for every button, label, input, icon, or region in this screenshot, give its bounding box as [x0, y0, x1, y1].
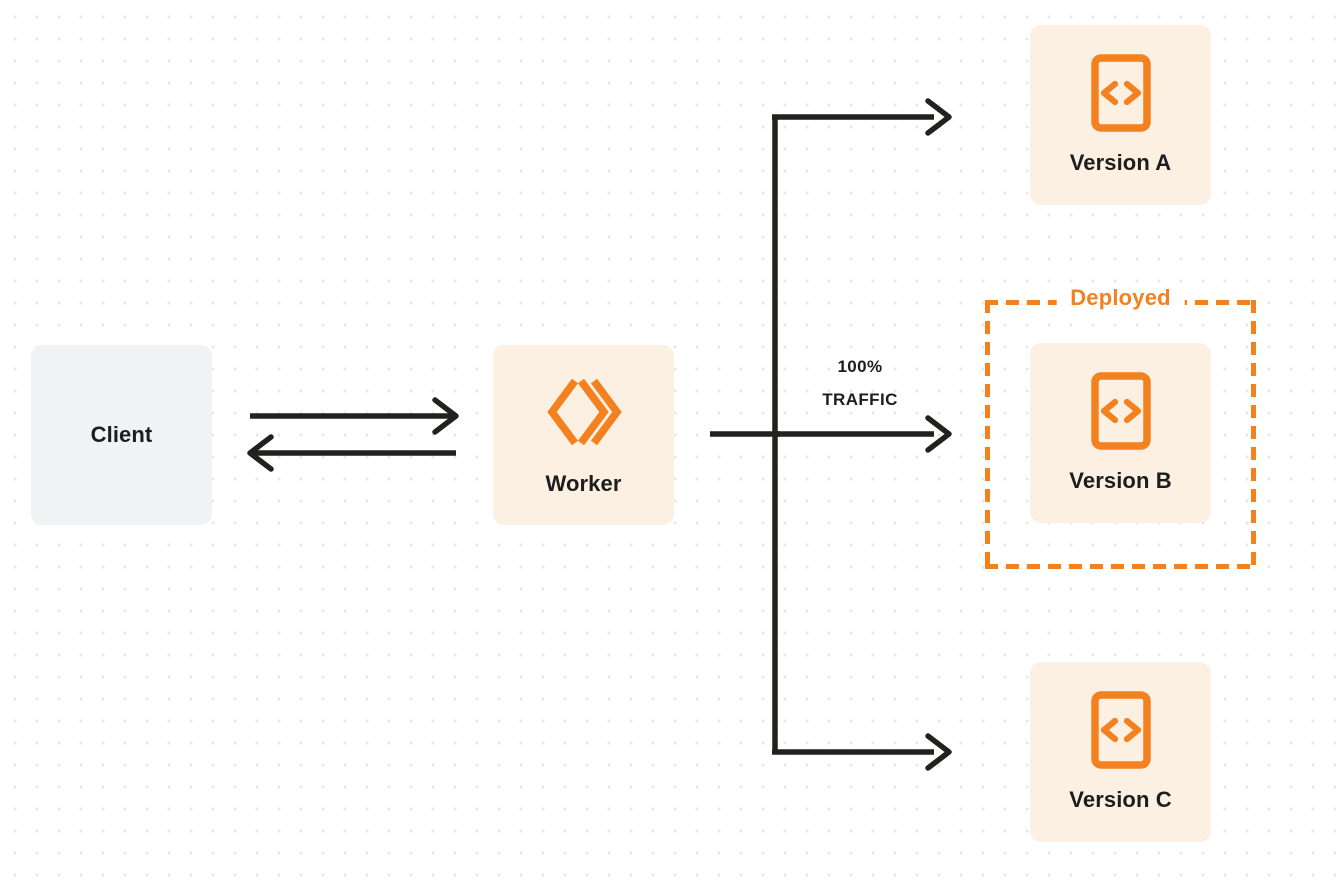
- deployed-badge: Deployed: [1056, 285, 1185, 311]
- version-b-node[interactable]: Version B: [1030, 343, 1211, 523]
- traffic-label: 100% TRAFFIC: [790, 350, 930, 416]
- version-b-label: Version B: [1069, 468, 1172, 493]
- traffic-caption: TRAFFIC: [822, 390, 898, 410]
- deployed-frame-right-border: [1251, 300, 1256, 569]
- code-file-icon: [1090, 54, 1152, 132]
- arrow-worker-to-client: [247, 434, 456, 472]
- version-a-label: Version A: [1069, 150, 1172, 175]
- worker-label: Worker: [545, 471, 622, 496]
- version-c-node[interactable]: Version C: [1030, 662, 1211, 842]
- arrow-to-version-a: [772, 98, 952, 136]
- deployed-frame: Deployed: [985, 285, 1256, 569]
- code-file-icon: [1090, 691, 1152, 769]
- deployed-frame-bottom-border: [985, 564, 1256, 569]
- deployed-frame-left-border: [985, 300, 990, 569]
- traffic-percent: 100%: [837, 357, 883, 376]
- version-c-label: Version C: [1069, 787, 1172, 812]
- client-node[interactable]: Client: [31, 345, 212, 525]
- arrow-to-version-c: [772, 733, 952, 771]
- worker-branch-trunk: [710, 117, 780, 752]
- client-label: Client: [90, 422, 153, 447]
- cloudflare-workers-logo-icon: [545, 373, 623, 451]
- code-file-icon: [1090, 372, 1152, 450]
- version-a-node[interactable]: Version A: [1030, 25, 1211, 205]
- worker-node[interactable]: Worker: [493, 345, 674, 525]
- arrow-to-version-b: [775, 415, 952, 453]
- arrow-client-to-worker: [250, 397, 459, 435]
